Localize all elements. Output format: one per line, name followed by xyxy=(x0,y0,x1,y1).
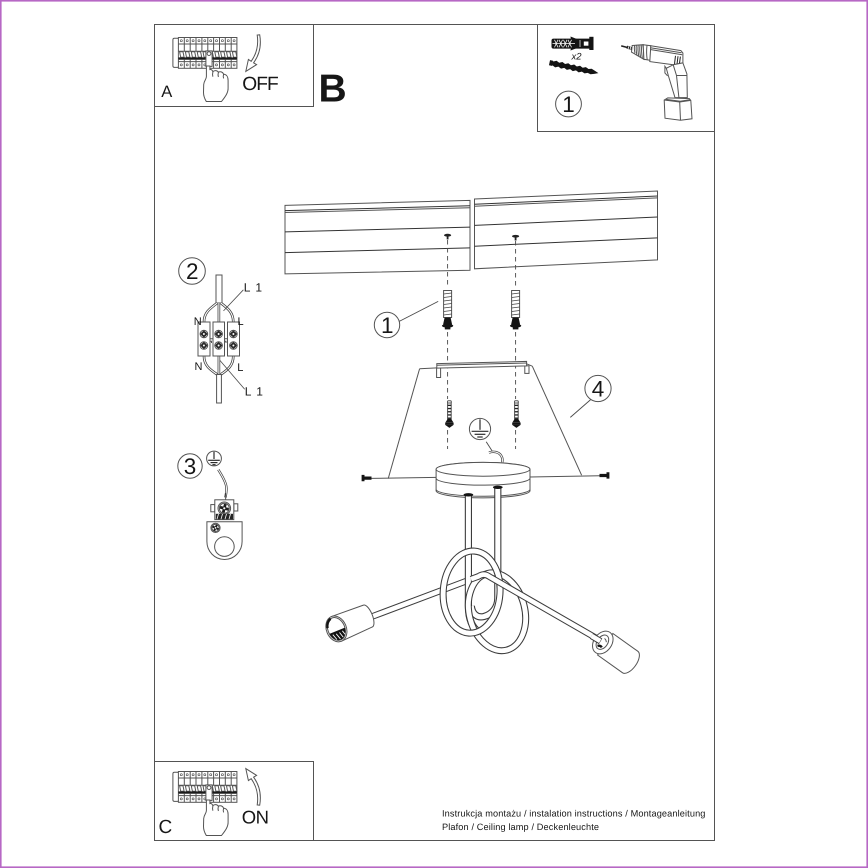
svg-text:L 1: L 1 xyxy=(245,385,264,399)
svg-text:1: 1 xyxy=(381,313,394,338)
svg-text:ON: ON xyxy=(242,807,269,828)
svg-text:N: N xyxy=(195,361,203,373)
svg-text:4: 4 xyxy=(592,377,605,402)
svg-text:C: C xyxy=(159,817,173,838)
svg-text:N: N xyxy=(194,316,202,328)
svg-text:Instrukcja montażu / instalati: Instrukcja montażu / instalation instruc… xyxy=(442,809,706,819)
svg-text:Plafon / Ceiling lamp / Decken: Plafon / Ceiling lamp / Deckenleuchte xyxy=(442,822,599,832)
svg-text:2: 2 xyxy=(186,259,199,284)
svg-text:L 1: L 1 xyxy=(244,281,263,295)
svg-text:A: A xyxy=(161,83,172,101)
svg-text:L: L xyxy=(237,362,243,374)
svg-text:L: L xyxy=(238,316,244,328)
svg-text:1: 1 xyxy=(562,92,575,117)
svg-text:3: 3 xyxy=(184,454,197,479)
svg-text:OFF: OFF xyxy=(242,74,278,95)
svg-text:x2: x2 xyxy=(571,52,583,63)
svg-text:B: B xyxy=(319,68,347,111)
